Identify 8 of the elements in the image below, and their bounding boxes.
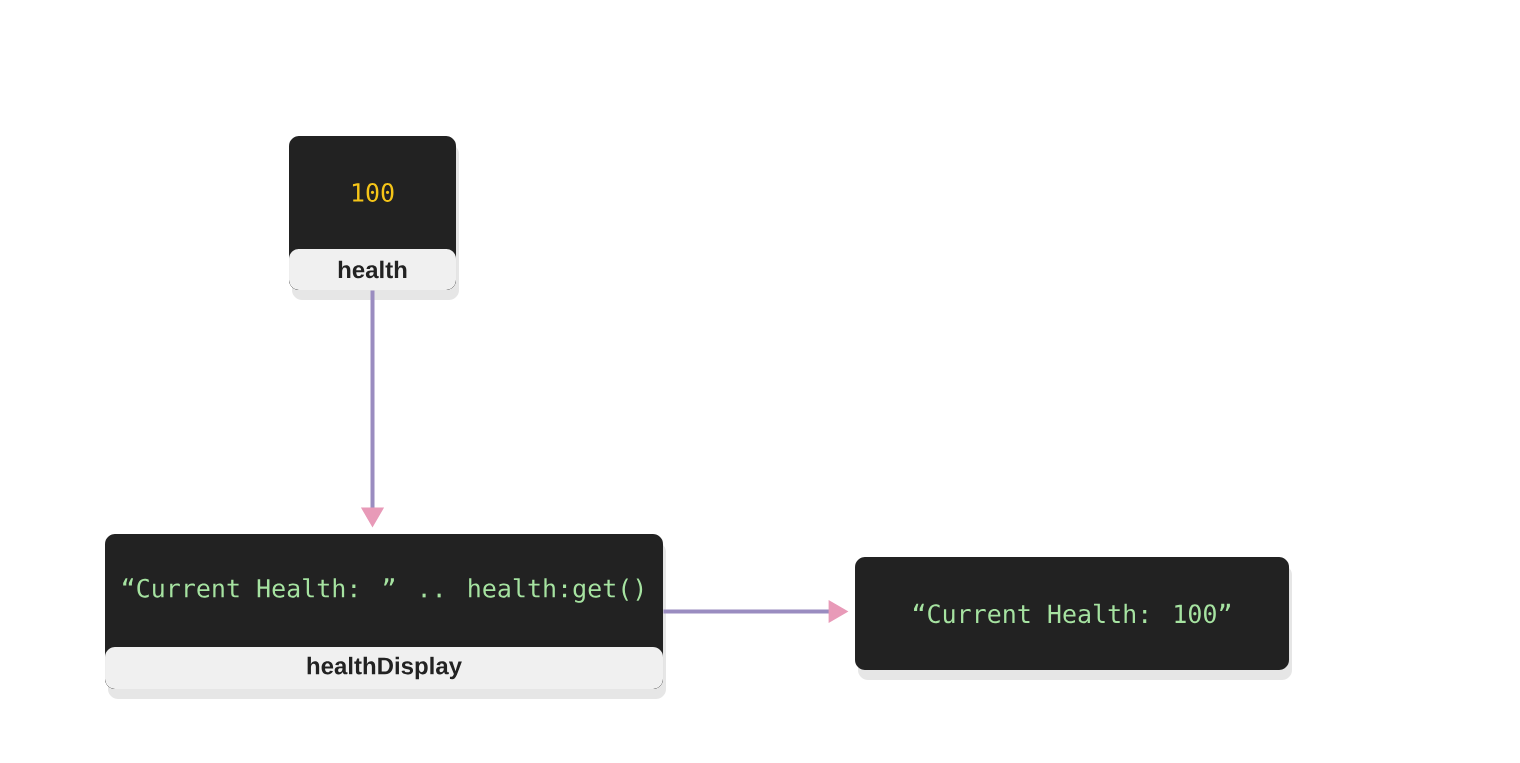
code-card xyxy=(855,557,1292,680)
code-text: 100 xyxy=(352,183,394,202)
variable-name: healthDisplay xyxy=(307,656,462,680)
variable-name: health xyxy=(338,260,407,279)
code-text: “Current Health: 100” xyxy=(914,603,1230,624)
code-text: “Current Health: ” .. health:get() xyxy=(123,578,643,603)
code-card xyxy=(105,534,666,699)
code-card xyxy=(289,136,459,300)
